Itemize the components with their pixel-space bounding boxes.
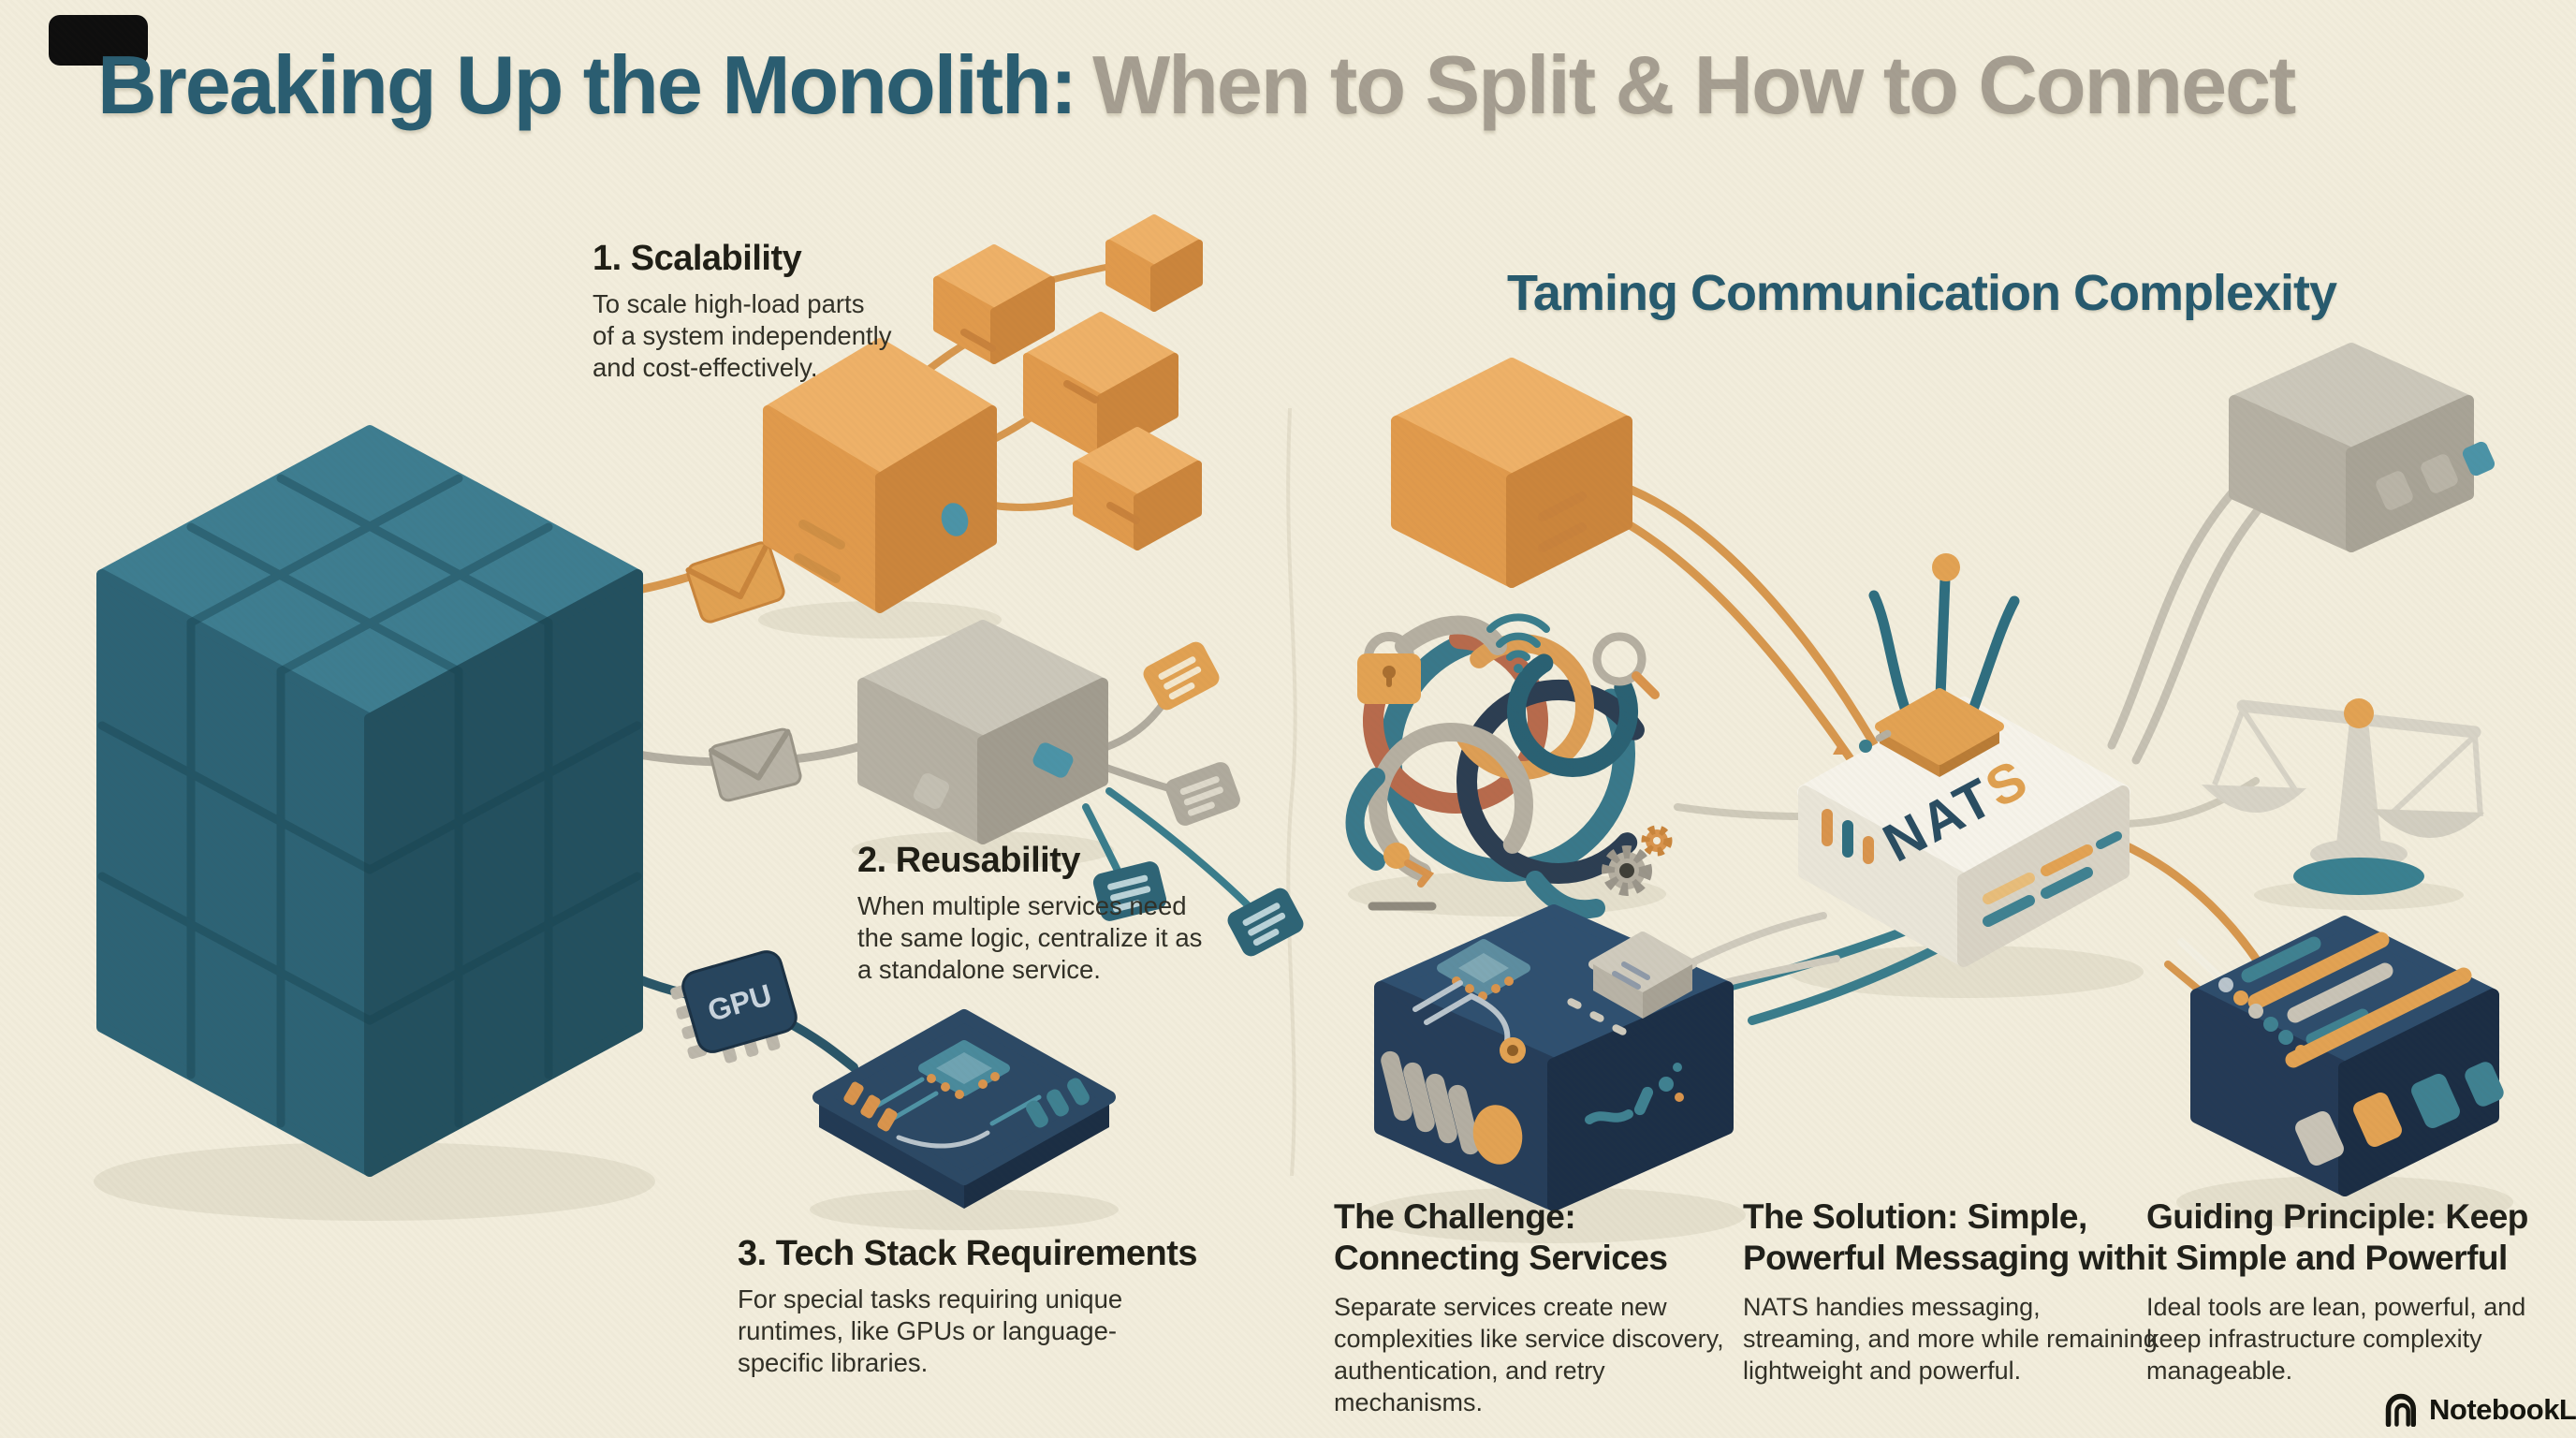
toolbox-device <box>2190 916 2504 1196</box>
envelope-icon-gray <box>708 727 802 802</box>
column-guiding-body: Ideal tools are lean, powerful, and keep… <box>2146 1293 2526 1386</box>
note-scalability: 1. Scalability To scale high-load parts … <box>593 239 892 384</box>
note-reusability-heading: 2. Reusability <box>857 841 1080 880</box>
watermark-brand: NotebookLM <box>2429 1393 2576 1426</box>
challenge-device <box>1374 904 1734 1211</box>
column-solution-heading: The Solution: Simple, Powerful Messaging… <box>1743 1197 2146 1277</box>
monolith-cube <box>96 425 643 1177</box>
column-challenge-heading: The Challenge: Connecting Services <box>1334 1197 1668 1277</box>
circuit-board <box>812 1009 1116 1209</box>
note-reusability-body: When multiple services need the same log… <box>857 891 1203 985</box>
magnifying-glass-icon <box>1592 632 1660 699</box>
right-section-heading: Taming Communication Complexity <box>1506 265 2337 321</box>
page-title-primary: Breaking Up the Monolith: <box>97 38 1077 131</box>
section-divider <box>1286 407 1297 1177</box>
scales-icon <box>2202 698 2484 895</box>
page-title-secondary: When to Split & How to Connect <box>1092 38 2296 131</box>
gray-service-box <box>857 620 1108 844</box>
wifi-icon <box>1486 613 1550 673</box>
orange-service-cluster <box>763 214 1203 613</box>
note-tech-stack-body: For special tasks requiring unique runti… <box>738 1284 1123 1378</box>
envelope-icon-orange <box>685 541 785 624</box>
note-reusability: 2. Reusability When multiple services ne… <box>857 841 1202 986</box>
page-title: Breaking Up the Monolith:When to Split &… <box>97 36 2296 135</box>
orange-service-box-right <box>1391 358 1632 588</box>
column-solution-body: NATS handies messaging, streaming, and m… <box>1743 1293 2158 1386</box>
nats-hub: NATS <box>1797 553 2130 967</box>
note-tech-stack: 3. Tech Stack Requirements For special t… <box>738 1234 1198 1379</box>
column-solution: The Solution: Simple, Powerful Messaging… <box>1743 1196 2169 1387</box>
notebooklm-logo-icon <box>2385 1393 2416 1427</box>
corner-badge <box>49 15 148 66</box>
padlock-icon <box>1357 632 1421 704</box>
note-tech-stack-heading: 3. Tech Stack Requirements <box>738 1234 1198 1273</box>
column-guiding-heading: Guiding Principle: Keep it Simple and Po… <box>2146 1197 2528 1277</box>
gray-service-box-right <box>2229 343 2496 552</box>
message-cards <box>1092 641 1304 957</box>
note-scalability-heading: 1. Scalability <box>593 239 802 278</box>
gear-icon <box>1602 825 1673 896</box>
column-challenge-body: Separate services create new complexitie… <box>1334 1293 1724 1417</box>
column-challenge: The Challenge: Connecting Services Separ… <box>1334 1196 1760 1418</box>
column-guiding: Guiding Principle: Keep it Simple and Po… <box>2146 1196 2539 1387</box>
note-scalability-body: To scale high-load parts of a system ind… <box>593 289 892 383</box>
key-icon <box>1368 843 1437 911</box>
watermark: NotebookLM <box>2383 1393 2576 1427</box>
gpu-chip-icon: GPU <box>670 950 798 1064</box>
